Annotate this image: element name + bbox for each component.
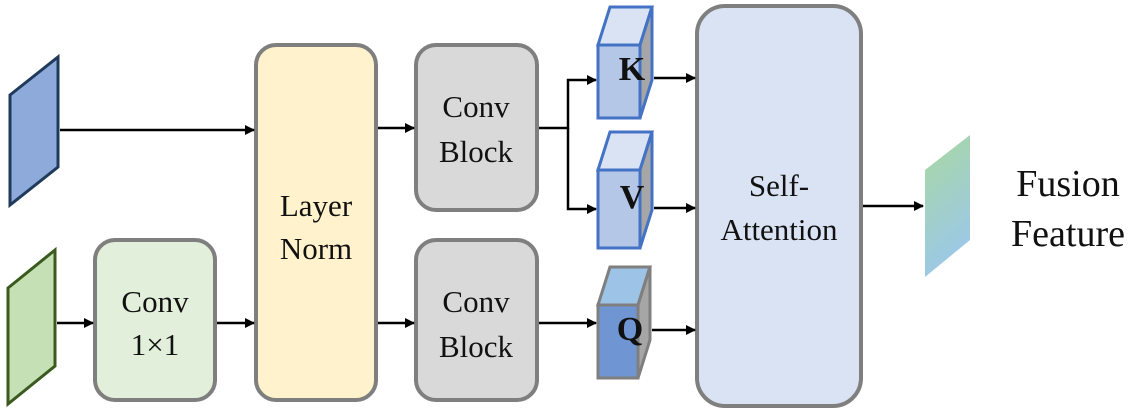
- arrow-convblock-top-split: [539, 75, 597, 130]
- query-label: Q: [617, 311, 643, 348]
- conv1x1-label-1: Conv: [121, 284, 189, 319]
- layer-norm-label-1: Layer: [280, 188, 353, 223]
- key-cube: [595, 5, 655, 120]
- layer-norm-label-2: Norm: [280, 231, 352, 266]
- conv1x1-label-2: 1×1: [131, 327, 179, 362]
- arrow-convblock-top-to-value: [566, 128, 597, 214]
- input-feature-top: [8, 53, 60, 209]
- input-feature-bottom: [6, 246, 57, 408]
- output-label-1: Fusion: [1016, 163, 1119, 205]
- self-attention-label-2: Attention: [720, 212, 838, 247]
- conv-block-top-label-2: Block: [439, 134, 514, 169]
- self-attention-label-1: Self-: [749, 168, 809, 203]
- conv-block-bottom-label-1: Conv: [442, 284, 510, 319]
- self-attention-box: [695, 4, 863, 408]
- conv-block-bottom-box: [414, 238, 539, 402]
- layer-norm-box: [254, 43, 378, 402]
- output-label-2: Feature: [1011, 213, 1125, 255]
- key-label: K: [619, 51, 646, 88]
- conv-block-top-label-1: Conv: [442, 89, 510, 124]
- conv-block-bottom-label-2: Block: [439, 329, 514, 364]
- conv-block-top-box: [414, 43, 539, 212]
- value-label: V: [620, 179, 645, 216]
- query-cube: [595, 265, 653, 380]
- fusion-feature-map: [925, 135, 970, 277]
- conv1x1-box: [93, 238, 217, 402]
- value-cube: [595, 130, 655, 250]
